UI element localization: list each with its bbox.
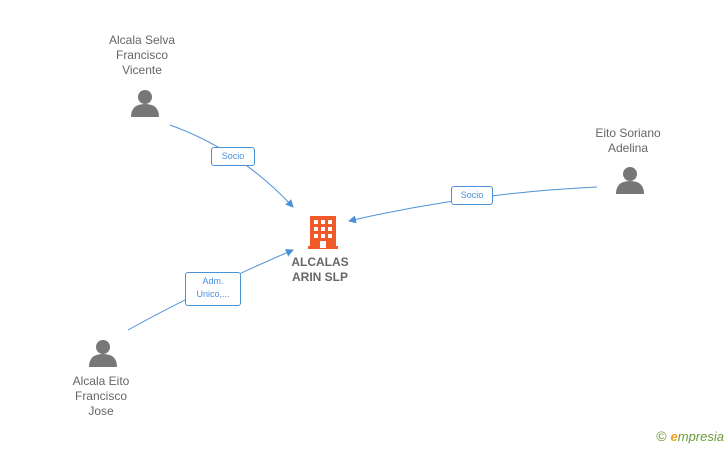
- person-icon[interactable]: [131, 90, 159, 117]
- person-label-alcala-selva: Alcala Selva Francisco Vicente: [108, 33, 176, 77]
- logo-e: e: [670, 429, 678, 444]
- logo-text: mpresia: [677, 429, 724, 444]
- edge-label-socio[interactable]: Socio: [211, 147, 255, 166]
- person-icon[interactable]: [89, 340, 117, 367]
- empresia-logo[interactable]: ©empresia: [656, 428, 724, 444]
- building-icon[interactable]: [308, 216, 338, 249]
- edge-line-socio-1: [169, 124, 294, 208]
- company-label[interactable]: ALCALAS ARIN SLP: [291, 255, 349, 284]
- copyright-symbol: ©: [656, 428, 667, 444]
- person-label-alcala-eito: Alcala Eito Francisco Jose: [72, 374, 130, 418]
- edge-label-adm-unico[interactable]: Adm. Unico,...: [185, 272, 241, 306]
- person-icon[interactable]: [616, 167, 644, 194]
- edge-label-socio[interactable]: Socio: [451, 186, 493, 205]
- person-label-eito-soriano: Eito Soriano Adelina: [595, 126, 661, 155]
